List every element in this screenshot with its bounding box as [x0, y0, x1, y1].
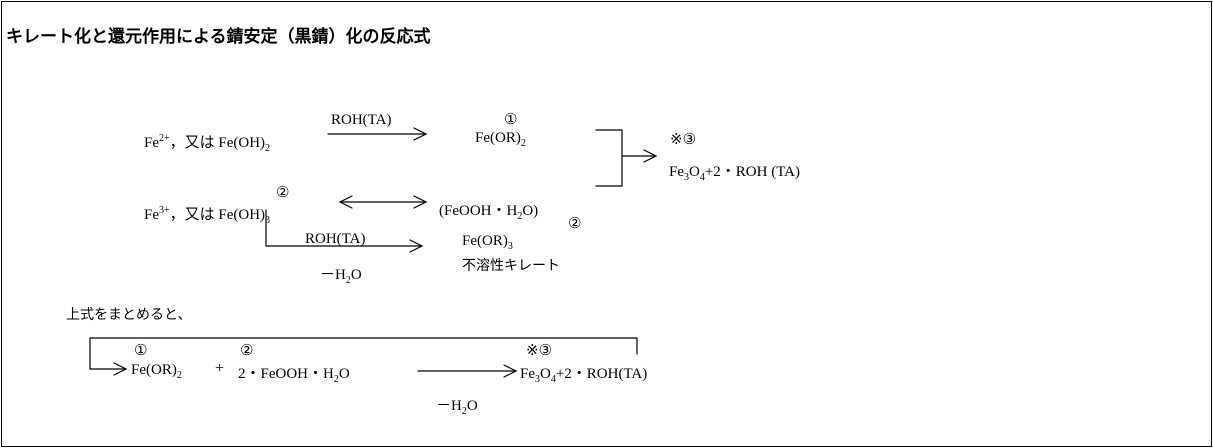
summary-marker-3: ※③ — [526, 341, 553, 359]
fe-or3-subscript: 3 — [507, 241, 513, 252]
summary-loop — [89, 337, 638, 376]
sr2-sub: 2 — [333, 374, 339, 385]
feooh: (FeOOH・H2O) — [439, 199, 539, 222]
sr2-post: O — [338, 366, 350, 382]
sp-sub1: 3 — [535, 374, 540, 385]
sb-pre: －H — [436, 398, 462, 414]
bb-sub: 2 — [345, 275, 351, 286]
fe3-symbol: Fe — [144, 207, 159, 223]
marker-3: ※③ — [670, 130, 697, 148]
summary-product: Fe3O4+2・ROH(TA) — [520, 362, 648, 385]
converging-bracket — [595, 129, 658, 187]
final-product: Fe3O4+2・ROH (TA) — [669, 160, 801, 183]
bb-post: O — [350, 267, 362, 283]
fp-fe: Fe — [669, 164, 684, 180]
summary-reactant-2: 2・FeOOH・H2O — [238, 362, 350, 385]
insoluble-chelate-label: 不溶性キレート — [462, 258, 560, 274]
equilibrium-arrow — [338, 195, 428, 209]
fe-or3-product: Fe(OR)3 — [462, 233, 513, 252]
branch-top-label: ROH(TA) — [305, 231, 366, 247]
fe2-subscript: 2 — [265, 143, 271, 154]
arrow-1 — [327, 127, 428, 141]
fe3-subscript: 3 — [265, 215, 271, 226]
summary-marker-2: ② — [240, 341, 254, 359]
summary-plus: + — [215, 360, 225, 377]
fe2-symbol: Fe — [144, 135, 159, 151]
summary-marker-1: ① — [134, 341, 148, 359]
fe-or2-product: Fe(OR)2 — [475, 130, 526, 149]
summary-arrow — [417, 364, 518, 378]
sp-fe: Fe — [520, 366, 535, 382]
fe3-or-text: ，又は Fe(OH) — [169, 207, 266, 223]
sb-post: O — [466, 398, 478, 414]
fp-sub1: 3 — [684, 172, 689, 183]
fp-sub2: 4 — [699, 172, 705, 183]
branch-bottom-label: －H2O — [320, 263, 362, 286]
fe2-charge: 2+ — [159, 133, 170, 144]
summary-reactant-1: Fe(OR)2 — [131, 362, 182, 381]
sr1-sub: 2 — [176, 370, 182, 381]
arrow1-label: ROH(TA) — [331, 112, 392, 128]
bb-pre: －H — [320, 267, 346, 283]
marker-1: ① — [504, 110, 518, 128]
feooh-sub: 2 — [517, 211, 523, 222]
branch-arrow — [265, 209, 424, 253]
sp-post: +2・ROH(TA) — [555, 366, 648, 382]
sr2-pre: 2・FeOOH・H — [238, 366, 334, 382]
fe-or3-text: Fe(OR) — [462, 233, 508, 249]
fe2-reactant: Fe2+，又は Fe(OH)2 — [144, 131, 271, 154]
feooh-pre: (FeOOH・H — [439, 203, 518, 219]
fp-post: +2・ROH (TA) — [704, 164, 801, 180]
sp-o: O — [540, 366, 551, 382]
fe-or2-subscript: 2 — [520, 138, 526, 149]
fe3-reactant: Fe3+，又は Fe(OH)3 — [144, 203, 271, 226]
fe-or2-text: Fe(OR) — [475, 130, 521, 146]
fe2-or-text: ，又は Fe(OH) — [169, 135, 266, 151]
sr1-text: Fe(OR) — [131, 362, 177, 378]
feooh-post: O) — [522, 203, 539, 219]
sp-sub2: 4 — [550, 374, 556, 385]
marker-2a: ② — [276, 183, 290, 201]
summary-intro: 上式をまとめると、 — [66, 307, 192, 323]
page-title: キレート化と還元作用による錆安定（黒錆）化の反応式 — [6, 27, 431, 47]
summary-below-label: －H2O — [436, 394, 478, 417]
fe3-charge: 3+ — [159, 205, 170, 216]
marker-2b: ② — [568, 214, 582, 232]
fp-o: O — [689, 164, 700, 180]
sb-sub: 2 — [461, 406, 467, 417]
